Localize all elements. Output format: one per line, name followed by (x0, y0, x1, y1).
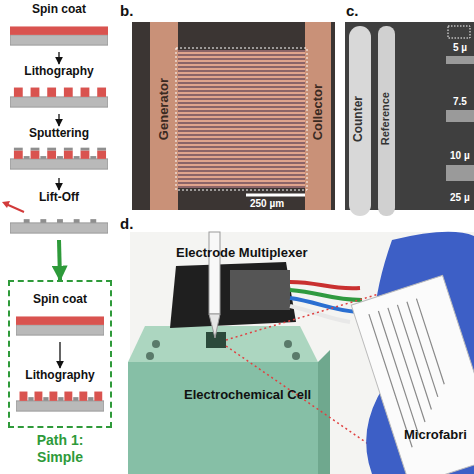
step-label: Spin coat (12, 292, 108, 306)
micrograph-background (132, 22, 335, 210)
scale-label: 250 µm (250, 198, 284, 209)
step-label: Lithography (12, 368, 108, 382)
layer-stack-illustration (10, 143, 108, 171)
micrograph-c (345, 22, 474, 216)
layer-stack-illustration (16, 385, 104, 413)
electrode-name: Generator (157, 78, 171, 140)
step-label: Lift-Off (6, 190, 112, 204)
screw (152, 340, 160, 348)
microband (446, 110, 474, 122)
process-step: Lithography (12, 368, 108, 420)
cell-front (128, 362, 318, 474)
process-step: Lift-Off (6, 190, 112, 240)
band-width-label: 10 µ (450, 150, 470, 161)
interdigitated-array (178, 50, 305, 188)
chip-substrate (351, 275, 474, 474)
process-arrow (58, 52, 59, 64)
panel-letter: d. (120, 216, 133, 233)
dotted-outline (176, 48, 307, 190)
layer-stack-illustration (10, 207, 108, 235)
pointer-arrow-shaft (6, 204, 24, 212)
panel-letter: b. (120, 3, 133, 20)
process-step: Spin coat (12, 292, 108, 342)
pointer-arrow-head (2, 201, 10, 208)
cell-side (318, 350, 330, 474)
electrode-name: Reference (379, 92, 391, 145)
process-step: Spin coat (6, 2, 112, 52)
electrode-name: Counter (352, 96, 365, 142)
part-name: Electrode Multiplexer (176, 246, 307, 260)
microfabricated-chip (351, 275, 474, 474)
microband (446, 165, 474, 181)
step-label: Lithography (6, 64, 112, 78)
cable (290, 282, 360, 288)
electrode-name: Collector (311, 84, 325, 140)
panel-letter: c. (346, 3, 359, 20)
cell-top (128, 326, 318, 362)
step-label: Sputtering (6, 126, 112, 140)
process-arrow (58, 178, 59, 190)
part-name: Electrochemical Cell (184, 388, 311, 402)
multiplexer-body (170, 262, 296, 328)
cable (290, 306, 350, 322)
process-arrow (59, 342, 60, 368)
process-arrow (59, 240, 60, 280)
micrograph-b (132, 22, 335, 210)
photo-d (128, 232, 474, 474)
screw (146, 352, 154, 360)
layer-stack-illustration (10, 19, 108, 47)
pipette-tip (209, 314, 220, 338)
layer-stack-illustration (16, 309, 104, 337)
reference-electrode (378, 26, 395, 216)
screw (292, 352, 300, 360)
collector-electrode (305, 22, 331, 210)
band-width-label: 5 µ (453, 42, 467, 53)
screw (284, 340, 292, 348)
layer-stack-illustration (10, 81, 108, 109)
process-step: Lithography (6, 64, 112, 114)
path-title: Path 1: Simple (28, 432, 92, 466)
part-name: Microfabri (404, 428, 467, 442)
generator-electrode (150, 22, 178, 210)
pointer-arrow (2, 201, 24, 212)
microband (446, 56, 474, 64)
step-label: Spin coat (6, 2, 112, 16)
counter-electrode (349, 26, 371, 216)
process-step: Sputtering (6, 126, 112, 178)
chip-traces (369, 299, 460, 448)
connector-block (230, 270, 290, 310)
dotted-outline (448, 26, 470, 38)
band-width-label: 25 µ (450, 192, 470, 203)
scale-bar (246, 194, 305, 197)
band-width-label: 7.5 (453, 96, 467, 107)
pipette (209, 232, 220, 314)
process-arrow (58, 114, 59, 126)
process-path-box: Path 1: SimpleSpin coatLithography (8, 280, 112, 428)
